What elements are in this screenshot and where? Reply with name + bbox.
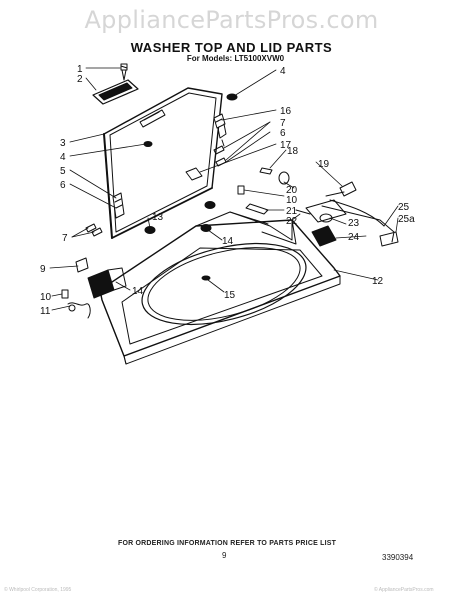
- hinge-part-16: [213, 113, 227, 139]
- ordering-note: FOR ORDERING INFORMATION REFER TO PARTS …: [118, 540, 337, 547]
- callout-3: 3: [60, 138, 66, 149]
- bracket-part-9: [75, 257, 89, 273]
- callout-19: 19: [318, 159, 330, 170]
- diagram-title: WASHER TOP AND LID PARTS: [130, 40, 333, 55]
- callout-10-top: 10: [286, 195, 298, 206]
- screw-part-1: [120, 63, 128, 81]
- bumper-right: [204, 201, 216, 209]
- watermark: AppliancePartsPros.com: [84, 6, 379, 34]
- callout-25: 25: [398, 202, 410, 213]
- leader-lines: [49, 67, 399, 311]
- callout-12: 12: [372, 276, 384, 287]
- lid-handle-part-2: [92, 79, 139, 105]
- clips-part-7-6: [213, 139, 227, 167]
- screw-part-18: [259, 167, 273, 175]
- clip-part-21: [245, 203, 269, 215]
- callout-4-left: 4: [60, 152, 66, 163]
- hinge-part-14-center: [200, 224, 212, 232]
- wire-part-19: [325, 181, 357, 197]
- callout-10-bottom: 10: [40, 292, 52, 303]
- callout-6-right: 6: [280, 128, 286, 139]
- diagram-subtitle: For Models: LT5100XVW0: [186, 54, 285, 63]
- callout-13: 13: [152, 212, 164, 223]
- lid: [103, 87, 223, 239]
- callout-23: 23: [348, 218, 360, 229]
- callout-20: 20: [286, 185, 298, 196]
- callout-5: 5: [60, 166, 66, 177]
- callout-1: 1: [77, 64, 83, 75]
- callout-22: 22: [286, 216, 298, 227]
- spring-part-11: [67, 302, 91, 319]
- callout-7-right: 7: [280, 118, 286, 129]
- switch-part-20: [278, 171, 290, 185]
- callout-6-left: 6: [60, 180, 66, 191]
- harness-part-22-25: [295, 199, 395, 243]
- callout-18: 18: [287, 146, 299, 157]
- callout-2: 2: [77, 74, 83, 85]
- hinge-part-5: [112, 192, 125, 219]
- copyright-right: © AppliancePartsPros.com: [374, 587, 434, 593]
- callout-25a: 25a: [398, 214, 415, 225]
- callout-21: 21: [286, 206, 298, 217]
- callout-14-center: 14: [222, 236, 234, 247]
- callout-4-right: 4: [280, 66, 286, 77]
- callout-14-left: 14: [132, 286, 144, 297]
- callout-7-left: 7: [62, 233, 68, 244]
- screw-part-10-top: [237, 185, 245, 195]
- seal-part-15: [201, 275, 211, 281]
- callout-9: 9: [40, 264, 46, 275]
- callout-15: 15: [224, 290, 236, 301]
- bracket-part-17: [185, 167, 203, 181]
- callout-16: 16: [280, 106, 292, 117]
- callout-11: 11: [40, 306, 51, 317]
- callout-24: 24: [348, 232, 360, 243]
- callout-17: 17: [280, 140, 292, 151]
- document-number: 3390394: [382, 553, 414, 562]
- page-number: 9: [222, 551, 227, 560]
- switch-part-24: [311, 225, 337, 247]
- screw-part-10-bottom: [61, 289, 69, 299]
- washer-top-part-12: [99, 211, 341, 365]
- part-23: [319, 213, 333, 223]
- connector-part-25a: [379, 231, 399, 247]
- copyright-left: © Whirlpool Corporation, 1995: [4, 587, 72, 593]
- screws-part-7-left: [85, 223, 103, 237]
- hinge-part-14-left: [87, 267, 127, 299]
- callouts: 1 2 3 4 4 16 5 6 7 6 17 18 19 20 10 21 2…: [40, 64, 415, 317]
